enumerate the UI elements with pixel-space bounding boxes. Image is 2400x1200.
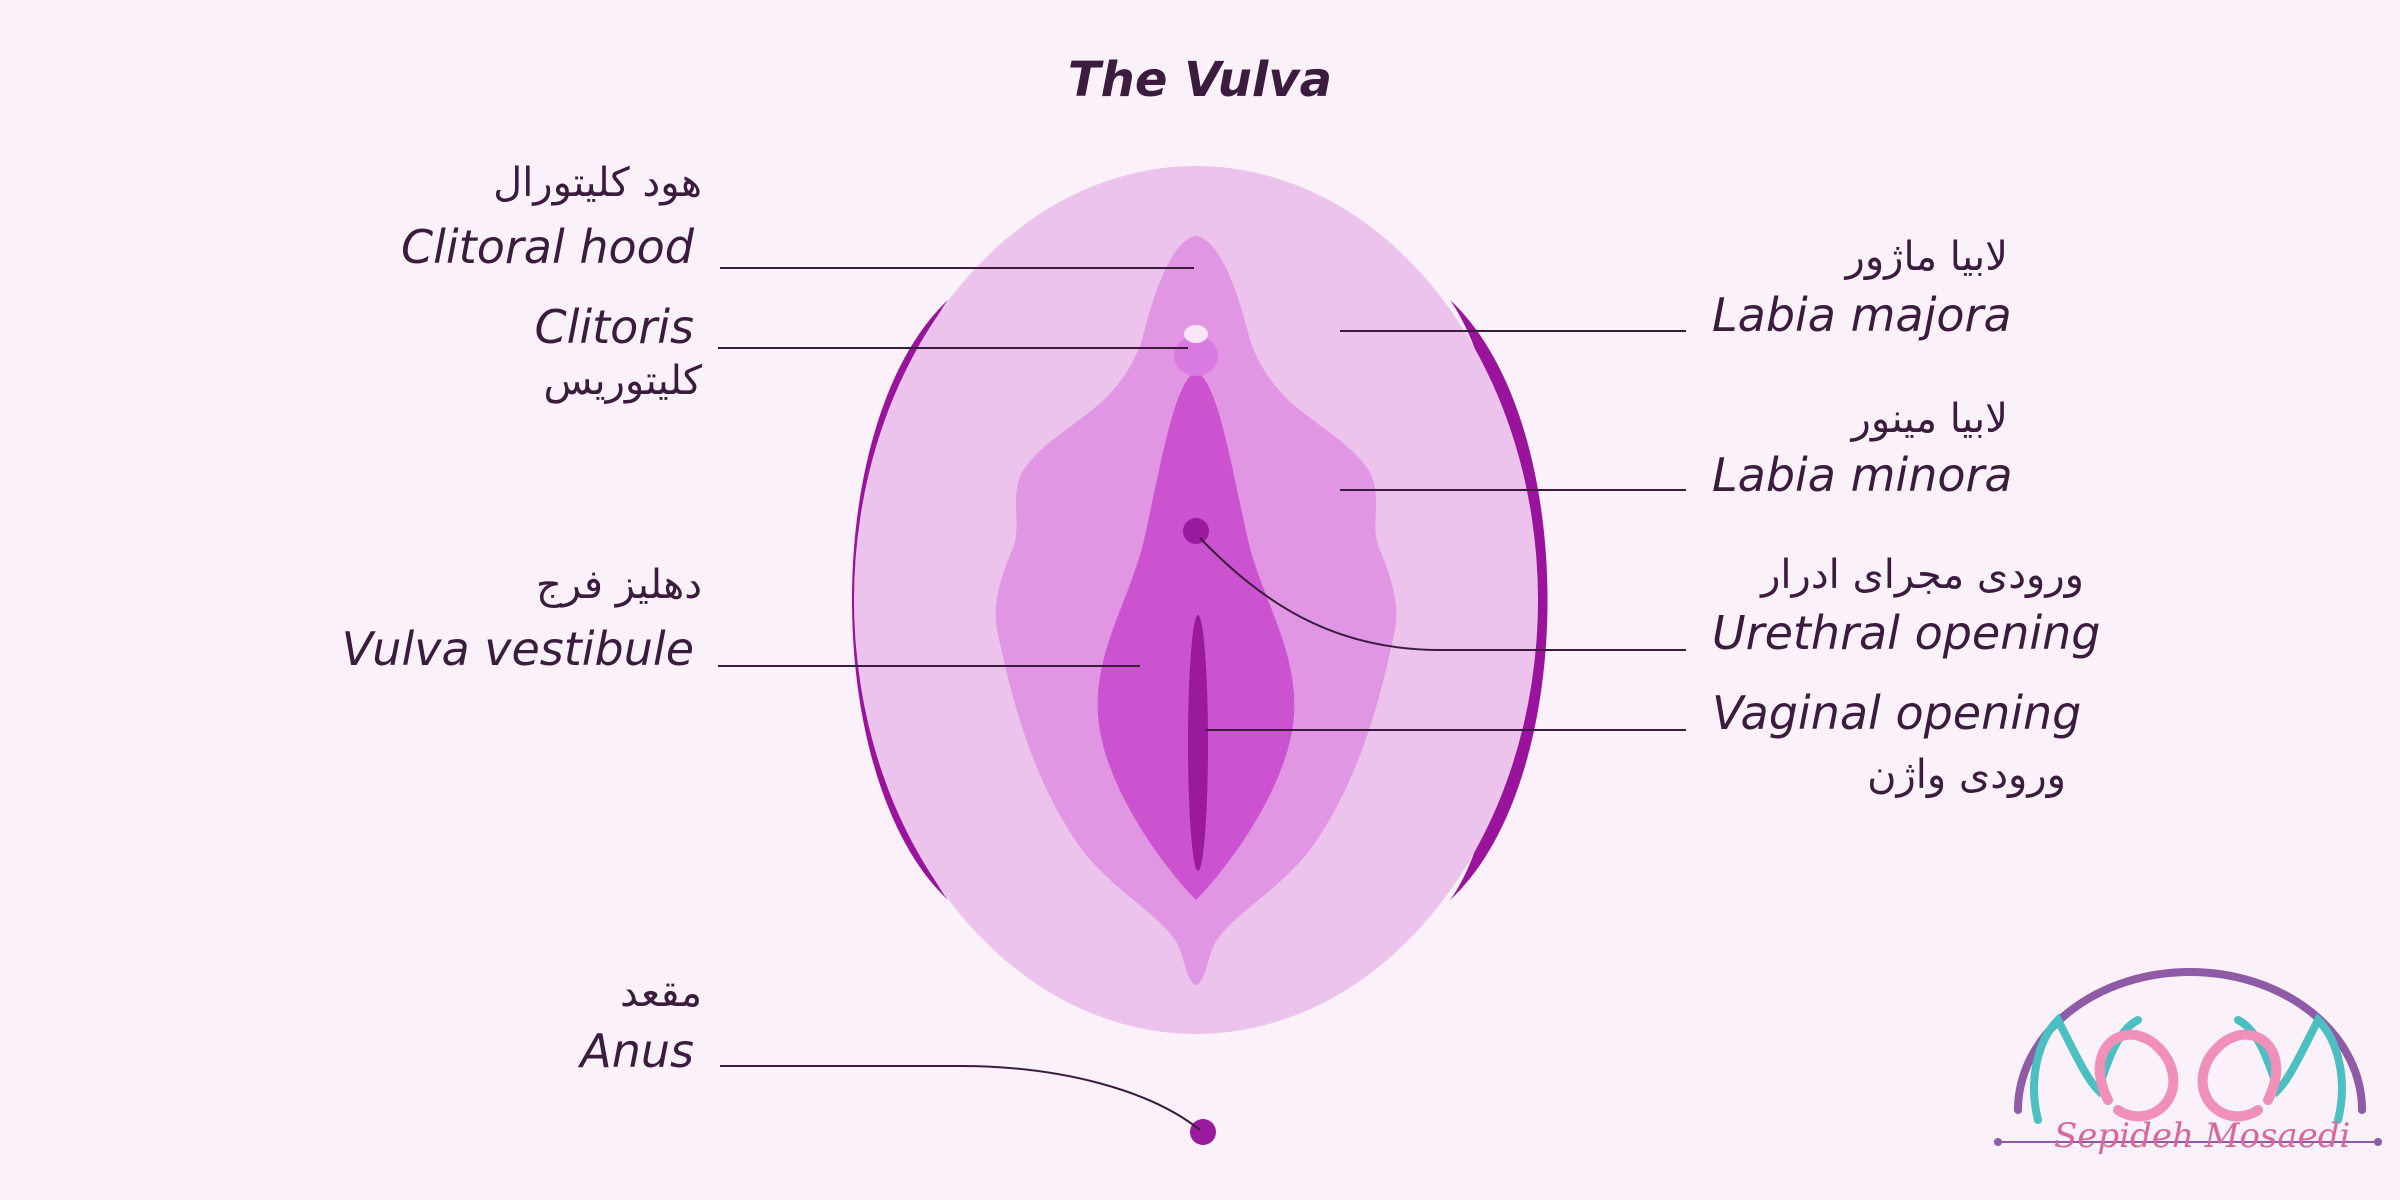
logo-loop-left <box>2094 1029 2179 1122</box>
logo <box>1994 968 2382 1146</box>
label-anus-fa: مقعد <box>620 970 702 1016</box>
label-urethral-opening-en: Urethral opening <box>1712 606 2101 660</box>
label-labia-majora-fa: لابیا ماژور <box>1845 234 2008 280</box>
diagram-title: The Vulva <box>1067 52 1333 108</box>
label-labia-minora-fa: لابیا مینور <box>1851 396 2008 442</box>
label-vulva-vestibule-en: Vulva vestibule <box>341 622 694 676</box>
anus-shape <box>1190 1119 1216 1145</box>
leader-urethral-opening <box>1199 537 1686 651</box>
label-clitoris-fa: کلیتوریس <box>543 358 702 404</box>
clitoris-tip <box>1184 325 1208 343</box>
logo-dot-left <box>1994 1138 2002 1146</box>
label-clitoris-en: Clitoris <box>534 300 694 354</box>
label-urethral-opening-fa: ورودی مجرای ادرار <box>1761 552 2084 598</box>
label-labia-majora-en: Labia majora <box>1712 288 2012 342</box>
vaginal-opening-shape <box>1188 615 1208 871</box>
outer-rim-right <box>1450 300 1548 900</box>
label-vulva-vestibule-fa: دهلیز فرج <box>535 562 702 608</box>
logo-loop-right <box>2197 1029 2282 1122</box>
logo-letter-m-left <box>2030 1013 2142 1124</box>
label-clitoral-hood-fa: هود کلیتورال <box>493 160 702 206</box>
label-vaginal-opening-fa: ورودی واژن <box>1867 752 2066 798</box>
logo-dot-right <box>2374 1138 2382 1146</box>
leader-anus <box>720 1065 1201 1131</box>
label-labia-minora-en: Labia minora <box>1712 448 2013 502</box>
label-anus-en: Anus <box>580 1024 694 1078</box>
label-clitoral-hood-en: Clitoral hood <box>400 220 694 274</box>
logo-letter-m-right <box>2234 1013 2346 1124</box>
logo-signature: Sepideh Mosaedi <box>2054 1116 2351 1156</box>
urethral-opening-shape <box>1183 518 1209 544</box>
clitoris-shape <box>1174 336 1218 376</box>
label-vaginal-opening-en: Vaginal opening <box>1712 686 2082 740</box>
